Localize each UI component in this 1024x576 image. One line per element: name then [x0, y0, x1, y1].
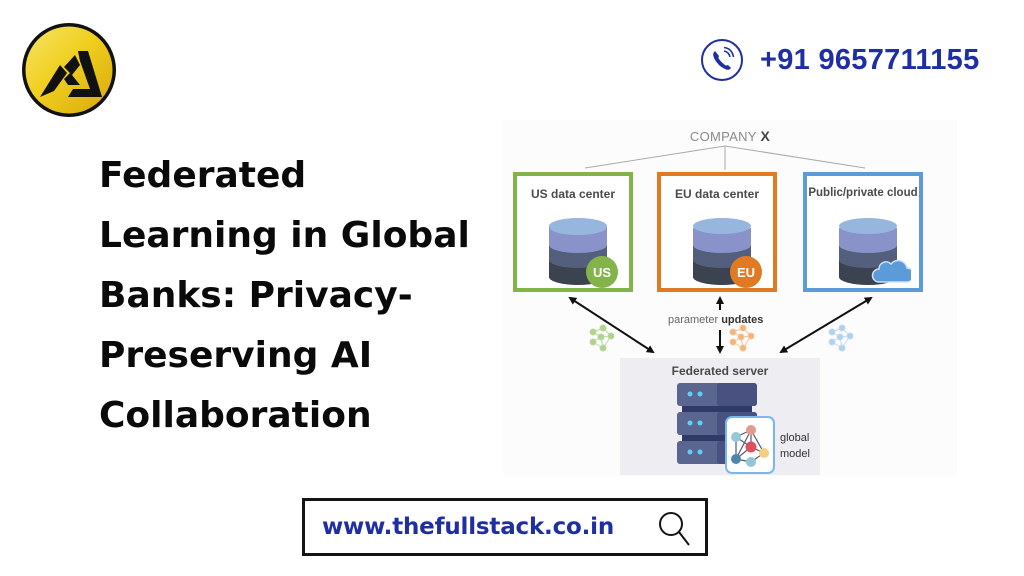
node-label: EU data center	[674, 187, 760, 201]
logo-monogram-icon	[22, 23, 116, 117]
database-icon: US	[549, 218, 618, 288]
global-model-label: global model	[780, 432, 810, 460]
connector-lines	[568, 145, 873, 354]
title-line: Learning in Global	[99, 215, 470, 256]
network-orange-icon	[729, 324, 755, 352]
network-green-icon	[589, 324, 615, 352]
website-url-box[interactable]: www.thefullstack.co.in	[302, 498, 708, 556]
node-us-data-center: US data center US	[513, 172, 633, 292]
server-rack-icon	[677, 383, 775, 474]
title-line: Preserving AI	[99, 335, 373, 376]
federated-server: Federated server	[620, 358, 820, 475]
node-label: Public/private cloud	[808, 187, 918, 199]
cloud-icon	[871, 259, 911, 283]
phone-contact[interactable]: +91 9657711155	[700, 36, 980, 84]
brand-logo	[20, 21, 118, 119]
magnifier-icon[interactable]	[657, 510, 691, 548]
website-url[interactable]: www.thefullstack.co.in	[322, 514, 615, 540]
phone-call-icon	[701, 39, 743, 81]
database-icon: EU	[693, 218, 762, 288]
phone-number: +91 9657711155	[760, 43, 980, 76]
node-public-private-cloud: Public/private cloud	[803, 172, 923, 292]
database-icon	[839, 218, 911, 285]
node-eu-data-center: EU data center EU	[657, 172, 777, 292]
title-line: Banks: Privacy-	[99, 275, 413, 316]
federated-learning-diagram: COMPANY X US data center US EU data cent…	[503, 120, 957, 476]
title-line: Federated	[99, 155, 307, 196]
title-line: Collaboration	[99, 395, 372, 436]
page-title: Federated Learning in Global Banks: Priv…	[99, 146, 499, 446]
edge-label-parameter-updates: parameter updates	[668, 314, 764, 326]
company-label: COMPANY X	[689, 128, 771, 144]
network-blue-icon	[828, 324, 854, 352]
global-model-network-icon	[725, 416, 775, 474]
node-label: US data center	[530, 187, 616, 201]
svg-text:US: US	[593, 265, 611, 280]
svg-text:EU: EU	[737, 265, 755, 280]
server-title: Federated server	[671, 364, 769, 378]
